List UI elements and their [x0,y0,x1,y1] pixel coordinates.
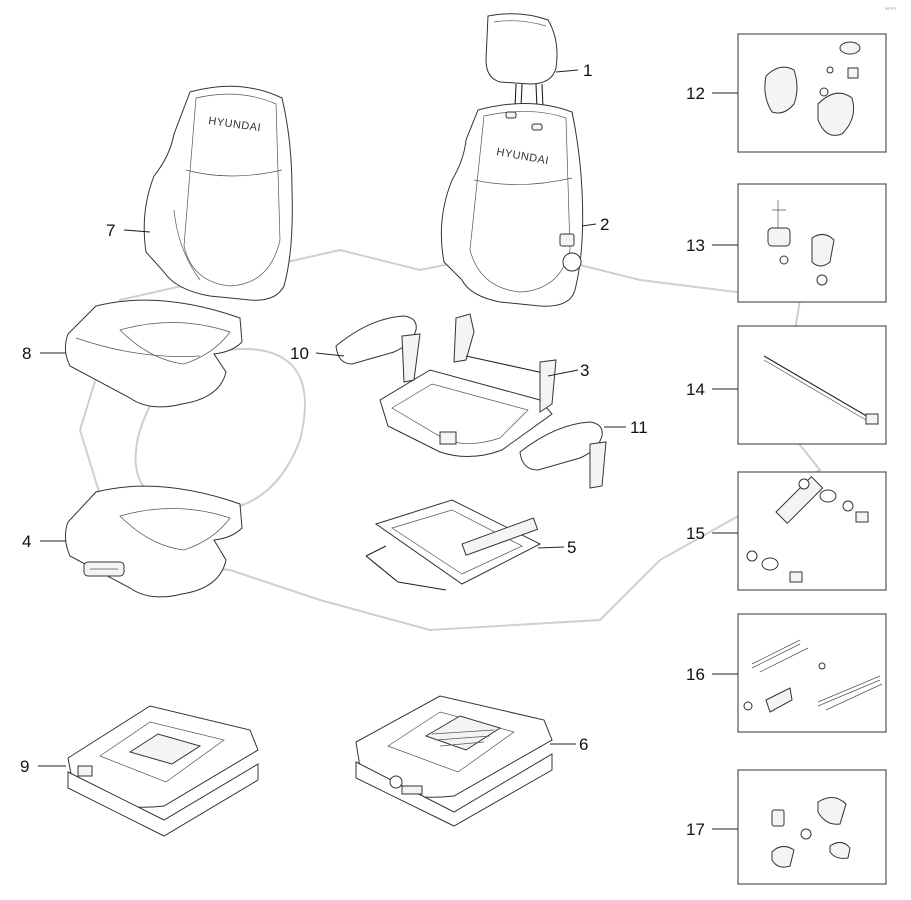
part-8-seat-cushion-cover [64,299,243,408]
callout-5: 5 [567,538,576,557]
part-7-seat-back-cover [143,85,293,301]
callout-2: 2 [600,215,609,234]
part-3-seat-frame [379,313,557,458]
callout-11: 11 [630,418,648,437]
part-4-seat-cushion [64,485,243,598]
corner-mark: ᵃᵐᵐ [885,6,896,14]
part-9-suspension-base [67,705,259,837]
part-13-box [737,183,887,303]
part-11-right-armrest [519,421,607,489]
part-12-box [737,33,887,153]
callout-8: 8 [22,344,31,363]
spring-coil [431,729,495,747]
callout-3: 3 [580,361,589,380]
callout-4: 4 [22,532,31,551]
callout-7: 7 [106,221,115,240]
part-15-box [737,471,887,591]
callout-17: 17 [686,820,705,839]
callout-1: 1 [583,61,592,80]
callout-14: 14 [686,380,705,399]
callout-10: 10 [290,344,309,363]
callout-6: 6 [579,735,588,754]
callout-15: 15 [686,524,705,543]
part-14-box [737,325,887,445]
callout-labels: 1 2 3 4 5 6 7 8 9 10 11 12 13 14 15 16 1… [20,61,705,839]
part-1-headrest [485,13,558,109]
part-16-box [737,613,887,733]
callout-12: 12 [686,84,705,103]
callout-leaders [38,69,738,830]
part-6-suspension [355,695,553,827]
callout-13: 13 [686,236,705,255]
part-10-left-armrest [335,315,421,383]
part-2-seat-back [440,103,584,307]
part-5-slide-rails [365,499,542,591]
callout-16: 16 [686,665,705,684]
part-17-box [737,769,887,885]
callout-9: 9 [20,757,29,776]
